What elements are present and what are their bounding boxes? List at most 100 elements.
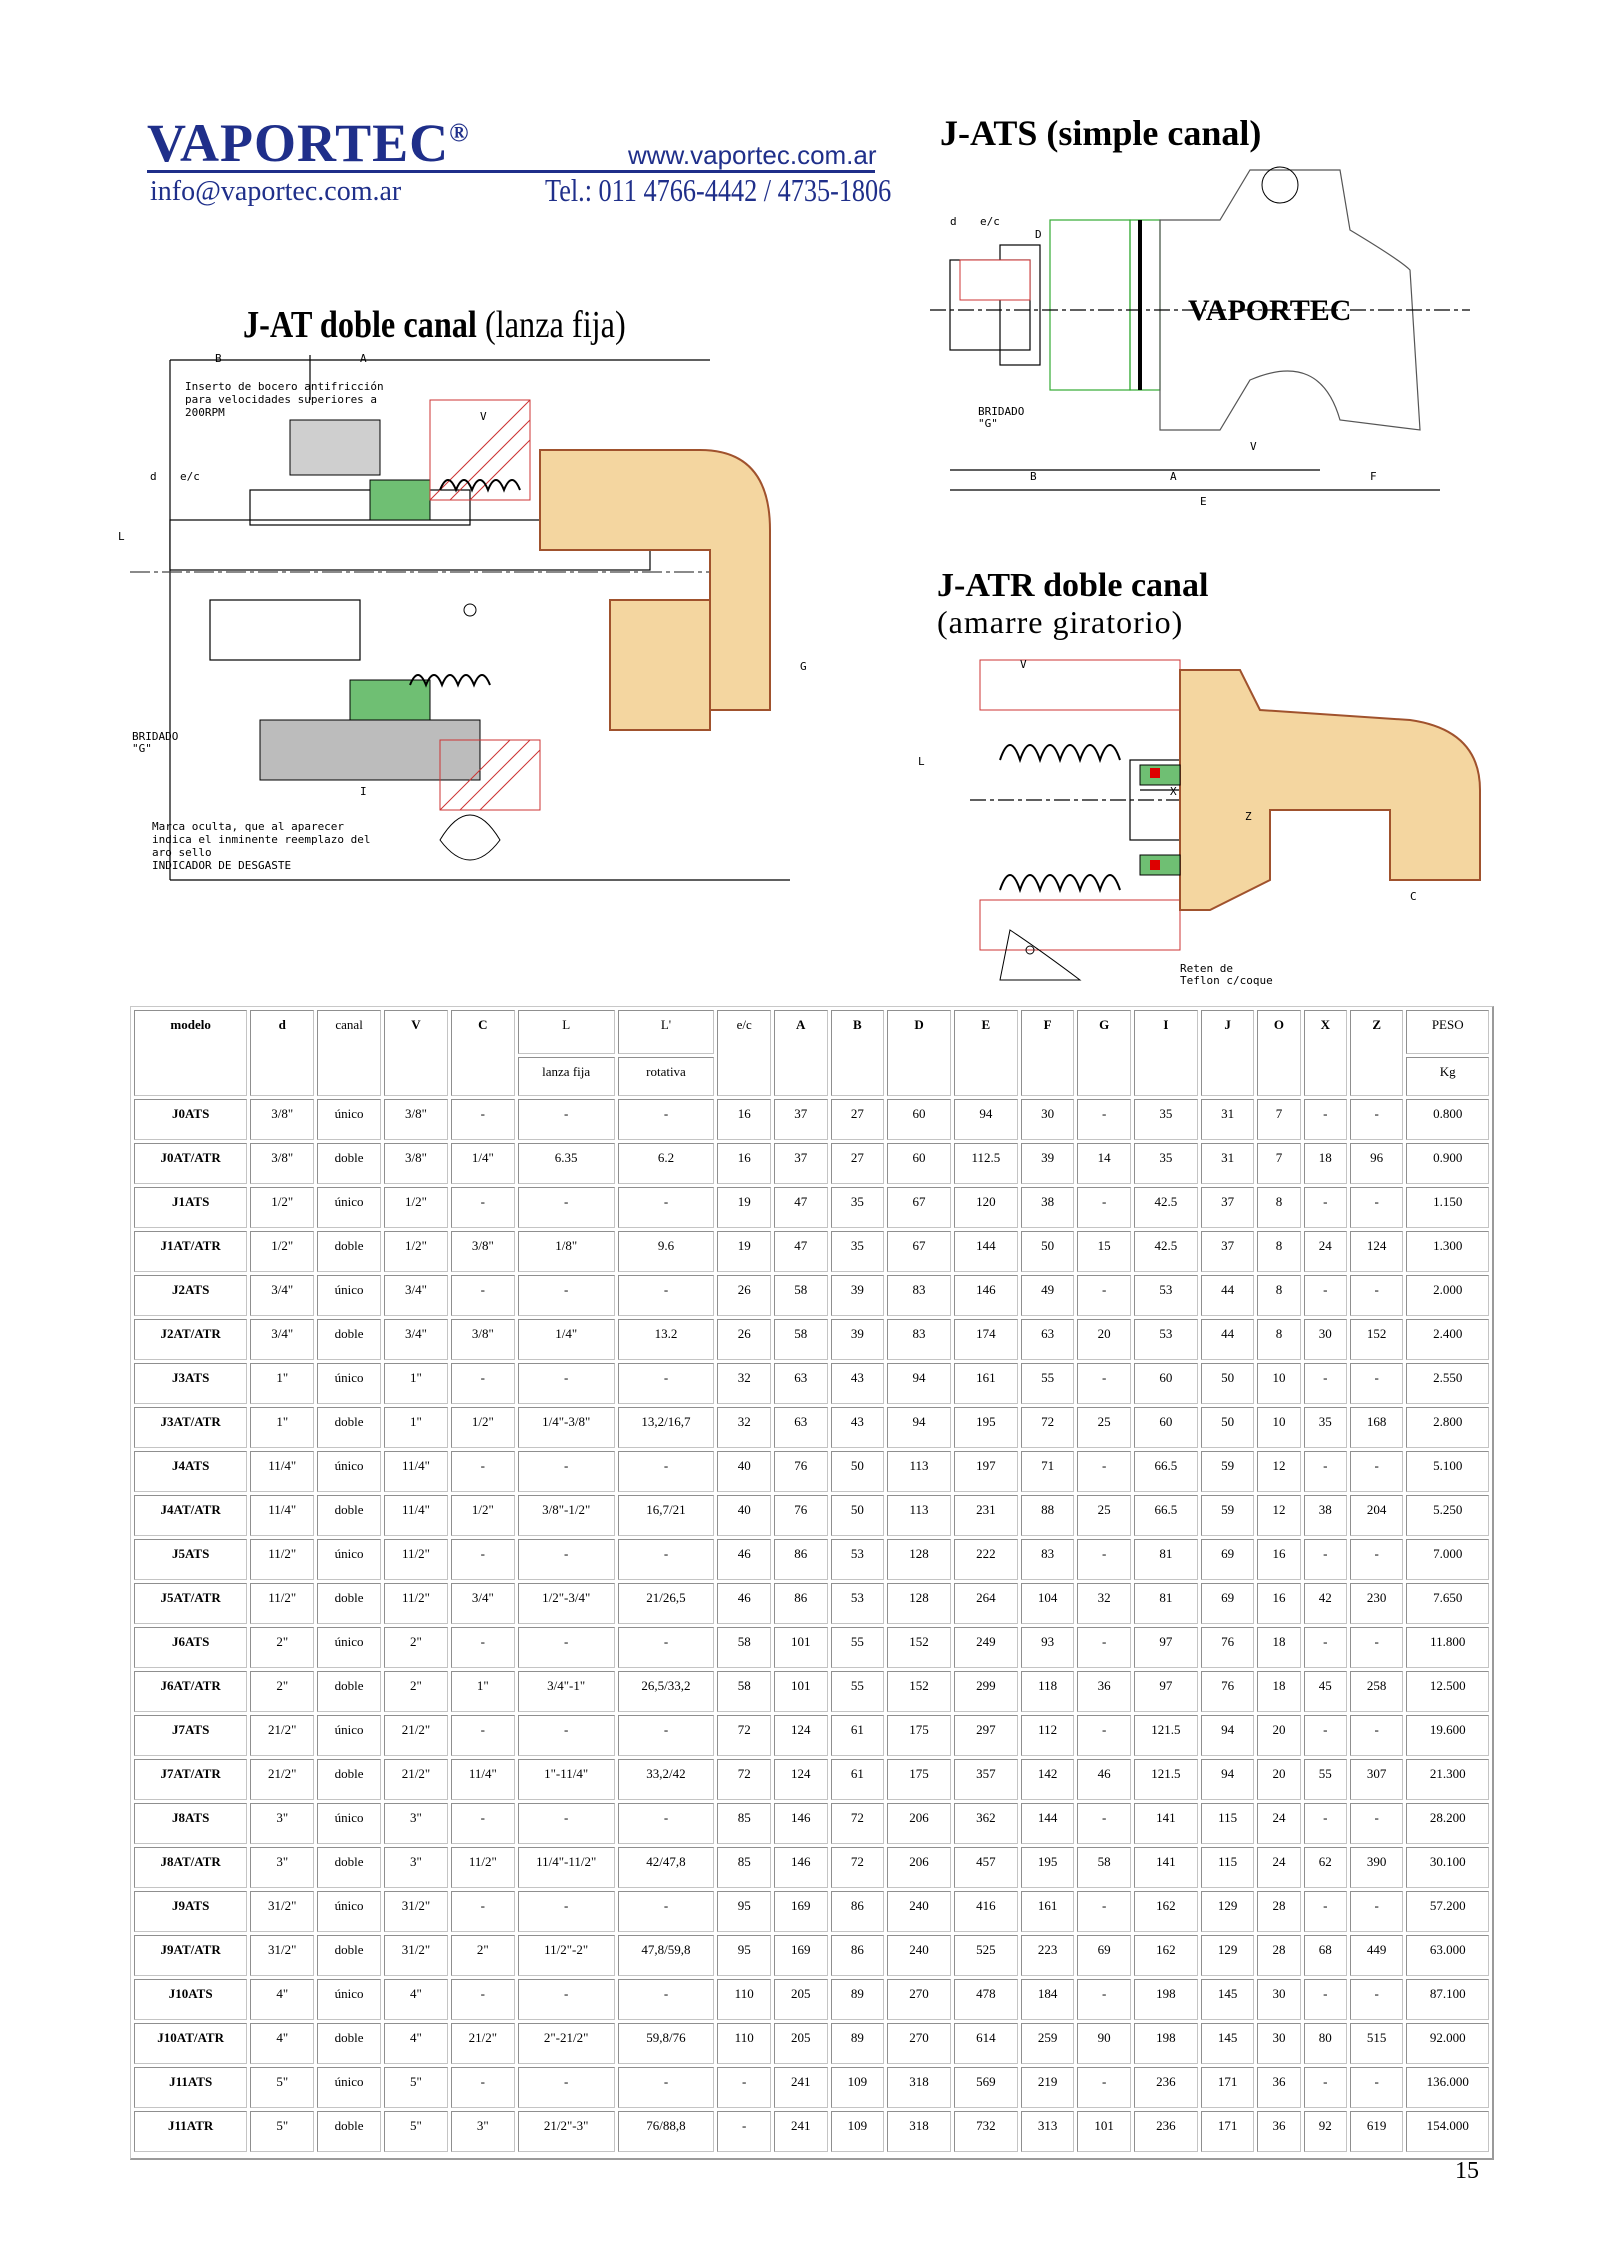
table-cell: 16 (1257, 1583, 1301, 1624)
table-cell: doble (317, 1407, 382, 1448)
table-cell: 0.800 (1406, 1099, 1489, 1140)
model-cell: J2ATS (134, 1275, 248, 1316)
table-cell: - (1077, 1099, 1131, 1140)
table-cell: 87.100 (1406, 1979, 1489, 2020)
table-cell: 1" (250, 1407, 315, 1448)
table-cell: 86 (830, 1891, 885, 1932)
table-cell: 38 (1303, 1495, 1347, 1536)
table-cell: 33,2/42 (617, 1759, 715, 1800)
table-cell: 299 (953, 1671, 1018, 1712)
table-cell: 3" (250, 1803, 315, 1844)
table-cell: - (1077, 1363, 1131, 1404)
table-cell: 1" (384, 1407, 448, 1448)
table-cell: 18 (1257, 1627, 1301, 1668)
table-cell: 94 (1200, 1715, 1255, 1756)
table-cell: 8 (1257, 1187, 1301, 1228)
table-cell: 101 (773, 1671, 828, 1712)
table-cell: 241 (773, 2111, 828, 2152)
ats-label-d: D (1035, 228, 1042, 241)
drawing-j-at: Inserto de bocero antifricción para velo… (118, 352, 807, 881)
table-cell: 81 (1133, 1583, 1198, 1624)
table-cell: 58 (1077, 1847, 1131, 1888)
model-cell: J6AT/ATR (134, 1671, 248, 1712)
table-cell: 619 (1349, 2111, 1404, 2152)
table-cell: 5" (384, 2067, 448, 2108)
table-cell: 205 (773, 1979, 828, 2020)
table-cell: 85 (717, 1847, 771, 1888)
at-hatch (429, 399, 541, 811)
table-cell: - (517, 1451, 615, 1492)
table-cell: - (450, 2067, 515, 2108)
table-cell: 236 (1133, 2111, 1198, 2152)
table-cell: - (517, 1539, 615, 1580)
table-cell: 62 (1303, 1847, 1347, 1888)
table-cell: 115 (1200, 1803, 1255, 1844)
table-cell: 146 (773, 1803, 828, 1844)
table-cell: 4" (384, 1979, 448, 2020)
table-cell: 12.500 (1406, 1671, 1489, 1712)
table-cell: 11/2"-2" (517, 1935, 615, 1976)
table-cell: 13,2/16,7 (617, 1407, 715, 1448)
table-cell: 50 (830, 1495, 885, 1536)
model-cell: J7ATS (134, 1715, 248, 1756)
table-header-cell: e/c (717, 1010, 771, 1096)
table-cell: 21/2"-3" (517, 2111, 615, 2152)
table-cell: 110 (717, 2023, 771, 2064)
table-cell: 61 (830, 1715, 885, 1756)
table-cell: 32 (717, 1363, 771, 1404)
table-cell: doble (317, 1231, 382, 1272)
model-cell: J2AT/ATR (134, 1319, 248, 1360)
table-cell: - (1349, 1539, 1404, 1580)
table-cell: 129 (1200, 1891, 1255, 1932)
table-cell: doble (317, 1847, 382, 1888)
table-cell: - (1077, 1803, 1131, 1844)
table-cell: 184 (1020, 1979, 1075, 2020)
ats-label-a: A (1170, 470, 1177, 483)
table-cell: 60 (1133, 1363, 1198, 1404)
table-cell: 89 (830, 2023, 885, 2064)
table-cell: 53 (1133, 1275, 1198, 1316)
table-cell: 24 (1257, 1847, 1301, 1888)
table-cell: 53 (1133, 1319, 1198, 1360)
table-cell: 2" (384, 1671, 448, 1712)
table-cell: 42.5 (1133, 1231, 1198, 1272)
drawing-j-ats: VAPORTEC BRIDADO "G" B A F E D d e/c V (930, 166, 1470, 508)
table-cell: 3" (384, 1803, 448, 1844)
table-cell: 112 (1020, 1715, 1075, 1756)
table-cell: 16 (1257, 1539, 1301, 1580)
table-cell: - (1303, 1451, 1347, 1492)
table-cell: 20 (1257, 1759, 1301, 1800)
table-cell: 76 (1200, 1627, 1255, 1668)
table-cell: 11/4" (384, 1451, 448, 1492)
table-cell: 101 (1077, 2111, 1131, 2152)
table-cell: - (717, 2067, 771, 2108)
table-cell: doble (317, 1495, 382, 1536)
table-cell: - (1077, 1891, 1131, 1932)
table-cell: único (317, 1187, 382, 1228)
model-cell: J3ATS (134, 1363, 248, 1404)
table-cell: 3/4" (384, 1275, 448, 1316)
table-cell: 58 (773, 1275, 828, 1316)
table-header-cell: PESO (1406, 1010, 1489, 1054)
table-cell: 12 (1257, 1495, 1301, 1536)
table-cell: 318 (887, 2111, 951, 2152)
table-cell: 2.800 (1406, 1407, 1489, 1448)
table-cell: 40 (717, 1451, 771, 1492)
website-link[interactable]: www.vaportec.com.ar (628, 140, 877, 170)
table-cell: 1.150 (1406, 1187, 1489, 1228)
table-cell: 120 (953, 1187, 1018, 1228)
table-cell: - (1349, 2067, 1404, 2108)
email-link[interactable]: info@vaportec.com.ar (150, 176, 402, 207)
table-cell: 53 (830, 1539, 885, 1580)
table-cell: 110 (717, 1979, 771, 2020)
table-cell: 58 (717, 1671, 771, 1712)
table-cell: - (517, 1979, 615, 2020)
table-cell: - (517, 2067, 615, 2108)
table-cell: 76/88,8 (617, 2111, 715, 2152)
